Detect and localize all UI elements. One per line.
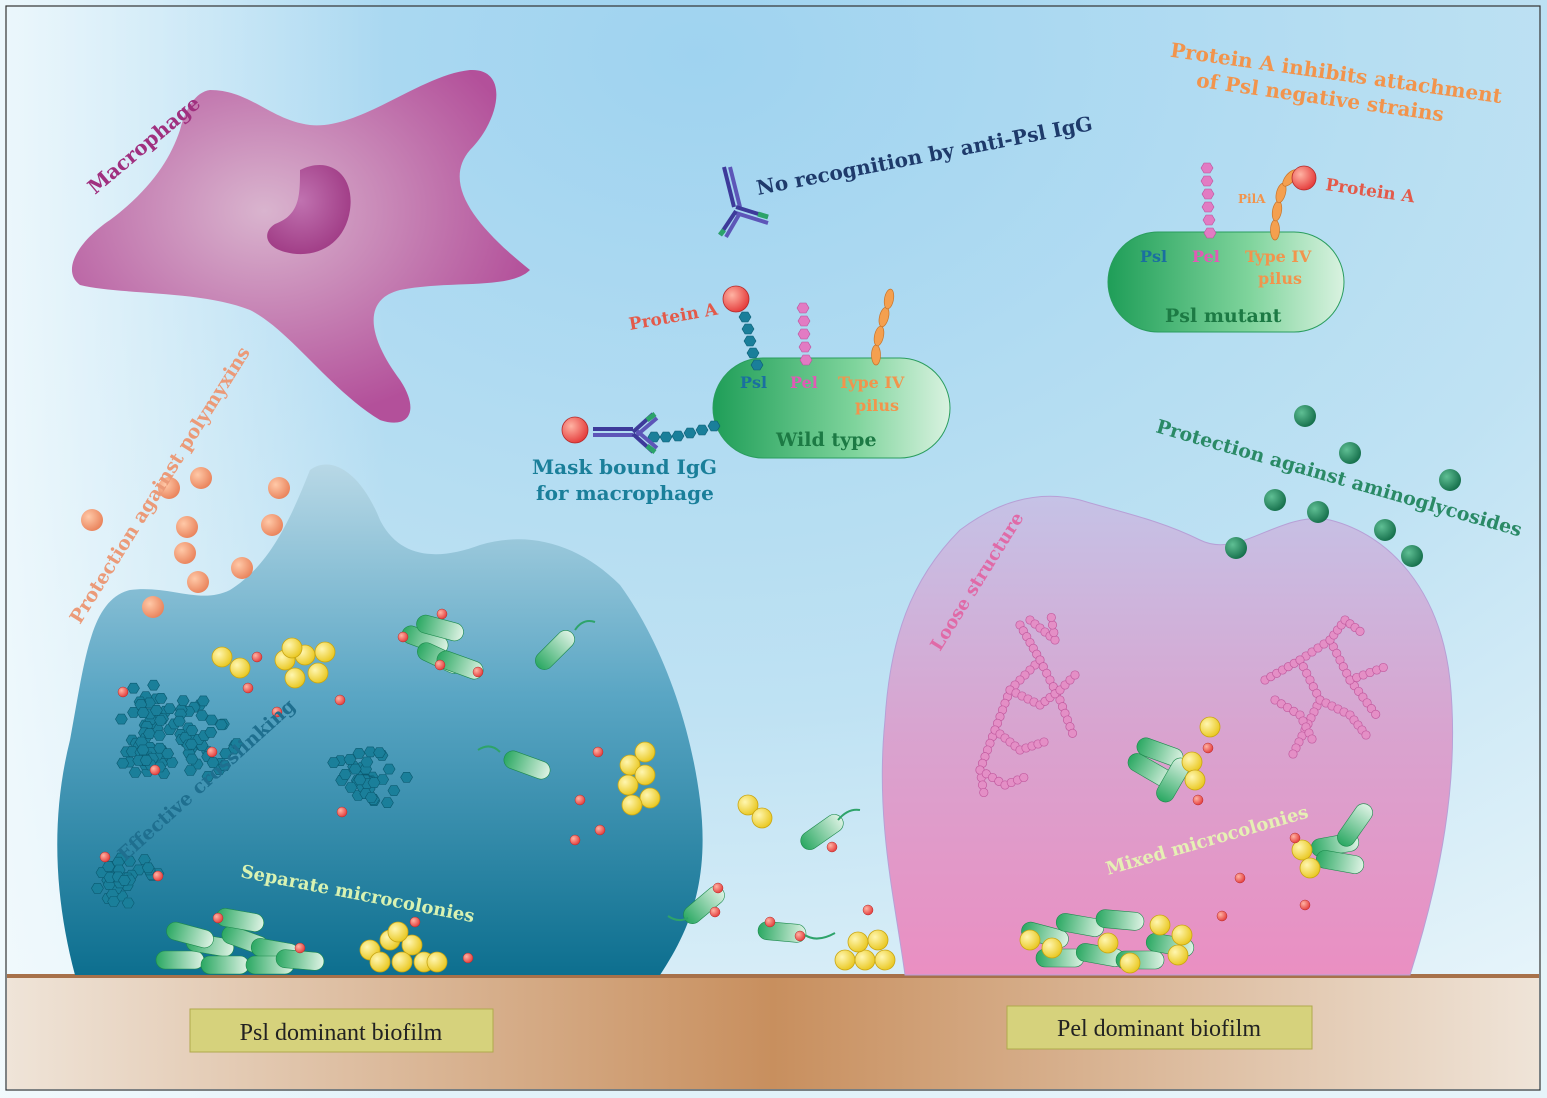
antibody-icon-free: [718, 166, 769, 239]
aminoglycoside-particles: [1225, 405, 1461, 567]
psl-biofilm-box: [189, 1008, 494, 1053]
wild-pilus-label: pilus: [855, 396, 899, 415]
macrophage-nucleus: [267, 164, 351, 255]
wild-pel-label: Pel: [790, 373, 818, 392]
pel-biofilm-box: [1006, 1005, 1313, 1050]
microcolonies: [99, 608, 1377, 975]
wild-type4-label: Type IV: [838, 373, 905, 392]
pila-label: PilA: [1238, 192, 1266, 206]
mutant-pel-label: Pel: [1192, 247, 1220, 266]
wild-type4-pilus: [871, 288, 895, 366]
mutant-type4-pilus: [1270, 169, 1298, 241]
wild-psl-label: Psl: [740, 373, 767, 392]
mutant-psl-label: Psl: [1140, 247, 1167, 266]
mask-igg-label: Mask bound IgG for macrophage: [532, 455, 717, 505]
mutant-type4-label: Type IV: [1245, 247, 1312, 266]
psl-mutant-bacterium: [1107, 162, 1345, 333]
psl-biofilm-mound: [57, 464, 703, 975]
mutant-protein-a: [1291, 165, 1317, 191]
antibody-icon-bound: [593, 412, 659, 454]
pel-biofilm-label: Pel dominant biofilm: [1057, 1016, 1261, 1042]
wild-type-bacterium: [561, 285, 951, 459]
mutant-pilus-label: pilus: [1258, 269, 1302, 288]
frame-border: [5, 5, 1541, 1091]
wild-protein-a: [722, 285, 750, 313]
polymyxin-particles: [81, 467, 290, 618]
psl-biofilm-label: Psl dominant biofilm: [240, 1020, 443, 1046]
wild-type-label: Wild type: [775, 429, 877, 451]
svg-text:Mask bound IgG: Mask bound IgG: [532, 455, 717, 479]
psl-mutant-label: Psl mutant: [1165, 305, 1282, 327]
svg-text:for macrophage: for macrophage: [536, 481, 714, 505]
bound-protein-a: [561, 416, 589, 444]
